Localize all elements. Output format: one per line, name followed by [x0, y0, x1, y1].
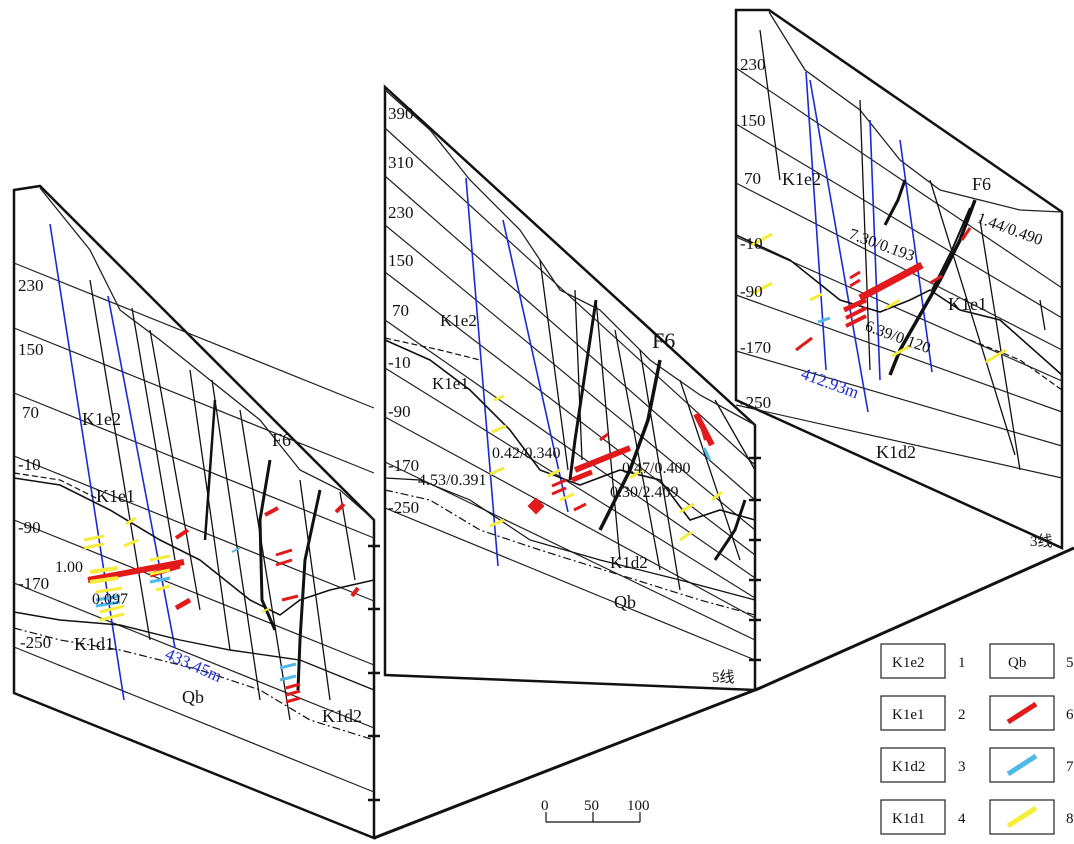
panel-right: 230 150 70 -10 -90 -170 -250 F6 K1e2 K1e…	[734, 8, 1064, 550]
left-elev-minus10: -10	[18, 455, 41, 474]
legend-unit-1: K1e2	[892, 655, 925, 671]
legend-num-2: 2	[958, 707, 966, 723]
legend-num-7: 7	[1066, 759, 1074, 775]
mid-elev-minus90: -90	[388, 402, 411, 421]
scale-tick-0: 0	[541, 798, 549, 814]
right-fault-label: F6	[972, 174, 991, 194]
mid-unit-upper: K1e2	[440, 311, 477, 330]
legend-num-8: 8	[1066, 811, 1074, 827]
mid-elev-minus250: -250	[388, 498, 419, 517]
right-elev-minus250: -250	[740, 393, 771, 412]
mid-assay-3: 0.47/0.400	[622, 460, 690, 477]
mid-elev-70: 70	[392, 301, 409, 320]
legend-unit-4: K1d1	[892, 811, 925, 827]
legend-box-k1d1	[880, 799, 946, 835]
right-elev-minus170: -170	[740, 338, 771, 357]
legend-unit-3: K1d2	[892, 759, 925, 775]
mid-elev-minus10: -10	[388, 353, 411, 372]
legend-box-k1e2	[880, 643, 946, 679]
mid-unit-bottom: K1d2	[610, 553, 648, 572]
left-unit-bottom-left: K1d1	[74, 634, 114, 654]
mid-assay-2: 4.53/0.391	[418, 472, 486, 489]
blue-ore-body-icon	[1006, 753, 1038, 777]
panel-middle: 390 310 230 150 70 -10 -90 -170 -250 F6 …	[383, 84, 761, 692]
legend-num-5: 5	[1066, 655, 1074, 671]
right-elev-150: 150	[740, 111, 766, 130]
mid-elev-390: 390	[388, 104, 414, 123]
left-unit-qb: Qb	[182, 687, 204, 707]
legend-unit-2: K1e1	[892, 707, 925, 723]
right-elev-230: 230	[740, 55, 766, 74]
right-elev-minus10: -10	[740, 234, 763, 253]
legend-box-k1e1	[880, 695, 946, 731]
yellow-ore-body-icon	[1006, 805, 1038, 829]
scale-tick-50: 50	[584, 798, 599, 814]
left-elev-150: 150	[18, 340, 44, 359]
legend-box-qb	[989, 643, 1055, 679]
left-unit-lower: K1e1	[96, 486, 135, 506]
left-elev-minus250: -250	[20, 633, 51, 652]
panel-left: 230 150 70 -10 -90 -170 -250 F6 K1e2 K1e…	[12, 184, 380, 840]
right-unit-lower: K1e1	[948, 294, 987, 314]
left-elev-minus90: -90	[18, 518, 41, 537]
legend-num-6: 6	[1066, 707, 1074, 723]
mid-fault-label: F6	[652, 328, 675, 353]
left-elev-70: 70	[22, 403, 39, 422]
mid-elev-minus170: -170	[388, 456, 419, 475]
legend-num-1: 1	[958, 655, 966, 671]
legend-box-k1d2	[880, 747, 946, 783]
scale-tick-100: 100	[627, 798, 650, 814]
legend-unit-5: Qb	[1008, 655, 1026, 671]
left-unit-upper: K1e2	[82, 409, 121, 429]
mid-elev-230: 230	[388, 203, 414, 222]
scale-bar: 0 50 100	[541, 798, 650, 823]
right-unit-bottom: K1d2	[876, 442, 916, 462]
mid-unit-lower: K1e1	[432, 374, 469, 393]
left-fault-label: F6	[272, 430, 291, 450]
left-assay-1: 1.00	[55, 559, 83, 576]
mid-elev-310: 310	[388, 153, 414, 172]
right-unit-upper: K1e2	[782, 169, 821, 189]
left-elev-230: 230	[18, 276, 44, 295]
mid-assay-1: 0.42/0.340	[492, 445, 560, 462]
legend-num-3: 3	[958, 759, 966, 775]
right-elev-70: 70	[744, 169, 761, 188]
red-ore-body-icon	[1006, 701, 1038, 725]
mid-line-label: 5线	[712, 669, 735, 686]
right-line-label: 3线	[1030, 533, 1053, 550]
mid-elev-150: 150	[388, 251, 414, 270]
mid-unit-qb: Qb	[614, 592, 636, 612]
left-unit-bottom-right: K1d2	[322, 706, 362, 726]
legend-num-4: 4	[958, 811, 966, 827]
left-elev-minus170: -170	[18, 574, 49, 593]
right-elev-minus90: -90	[740, 282, 763, 301]
legend: K1e2 1 Qb 5 K1e1 2 6 K1d2 3 7 K1d1 4 8	[880, 643, 1074, 835]
left-assay-2: 0.097	[92, 591, 128, 608]
mid-assay-4: 0.30/2.409	[610, 484, 678, 501]
